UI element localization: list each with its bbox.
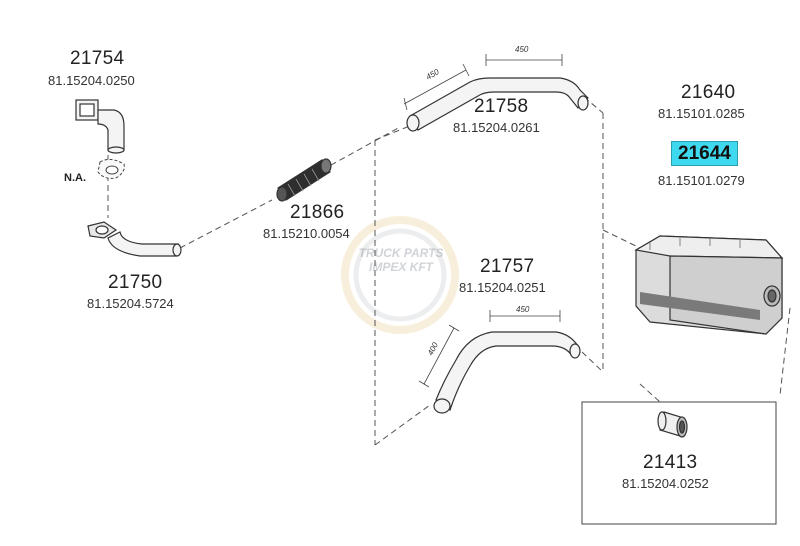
- part-number-21866[interactable]: 21866: [290, 202, 345, 223]
- part-code-21757: 81.15204.0251: [459, 280, 546, 295]
- na-label: N.A.: [64, 172, 86, 184]
- part-21758-pipe[interactable]: [406, 77, 589, 132]
- leader-lines: [107, 96, 791, 446]
- watermark-line2: IMPEX KFT: [368, 260, 433, 274]
- part-21413-sleeve[interactable]: [657, 411, 688, 438]
- dim-21758-b: 450: [515, 45, 529, 54]
- part-21640-silencer[interactable]: [634, 235, 784, 335]
- part-code-21758: 81.15204.0261: [453, 120, 540, 135]
- part-code-21750: 81.15204.5724: [87, 296, 174, 311]
- part-21757-pipe[interactable]: [433, 331, 581, 414]
- watermark-text: TRUCK PARTS IMPEX KFT: [346, 246, 456, 274]
- part-number-21758[interactable]: 21758: [474, 96, 529, 117]
- part-number-21750[interactable]: 21750: [108, 272, 163, 293]
- part-code-21866: 81.15210.0054: [263, 226, 350, 241]
- gasket-na[interactable]: [97, 158, 125, 179]
- dim-21757-a: 400: [426, 340, 440, 356]
- part-number-21640[interactable]: 21640: [681, 82, 736, 103]
- part-21750-pipe[interactable]: [87, 221, 182, 257]
- part-21413-box: [581, 401, 777, 525]
- part-number-21644-highlight[interactable]: 21644: [671, 141, 738, 166]
- part-code-21413: 81.15204.0252: [622, 476, 709, 491]
- watermark-logo: [341, 216, 459, 334]
- dimension-21757: [418, 310, 561, 388]
- part-number-21757[interactable]: 21757: [480, 256, 535, 277]
- part-21866-flex-hose[interactable]: [276, 158, 332, 202]
- watermark-line1: TRUCK PARTS: [358, 246, 444, 260]
- dim-21758-a: 450: [425, 67, 442, 82]
- part-number-21413[interactable]: 21413: [643, 452, 698, 473]
- part-code-21644: 81.15101.0279: [658, 173, 745, 188]
- dimension-21758: [403, 54, 563, 111]
- dim-21757-b: 450: [516, 305, 530, 314]
- part-code-21640: 81.15101.0285: [658, 106, 745, 121]
- part-code-21754: 81.15204.0250: [48, 73, 135, 88]
- part-21754-elbow[interactable]: [75, 99, 125, 154]
- part-number-21754[interactable]: 21754: [70, 48, 125, 69]
